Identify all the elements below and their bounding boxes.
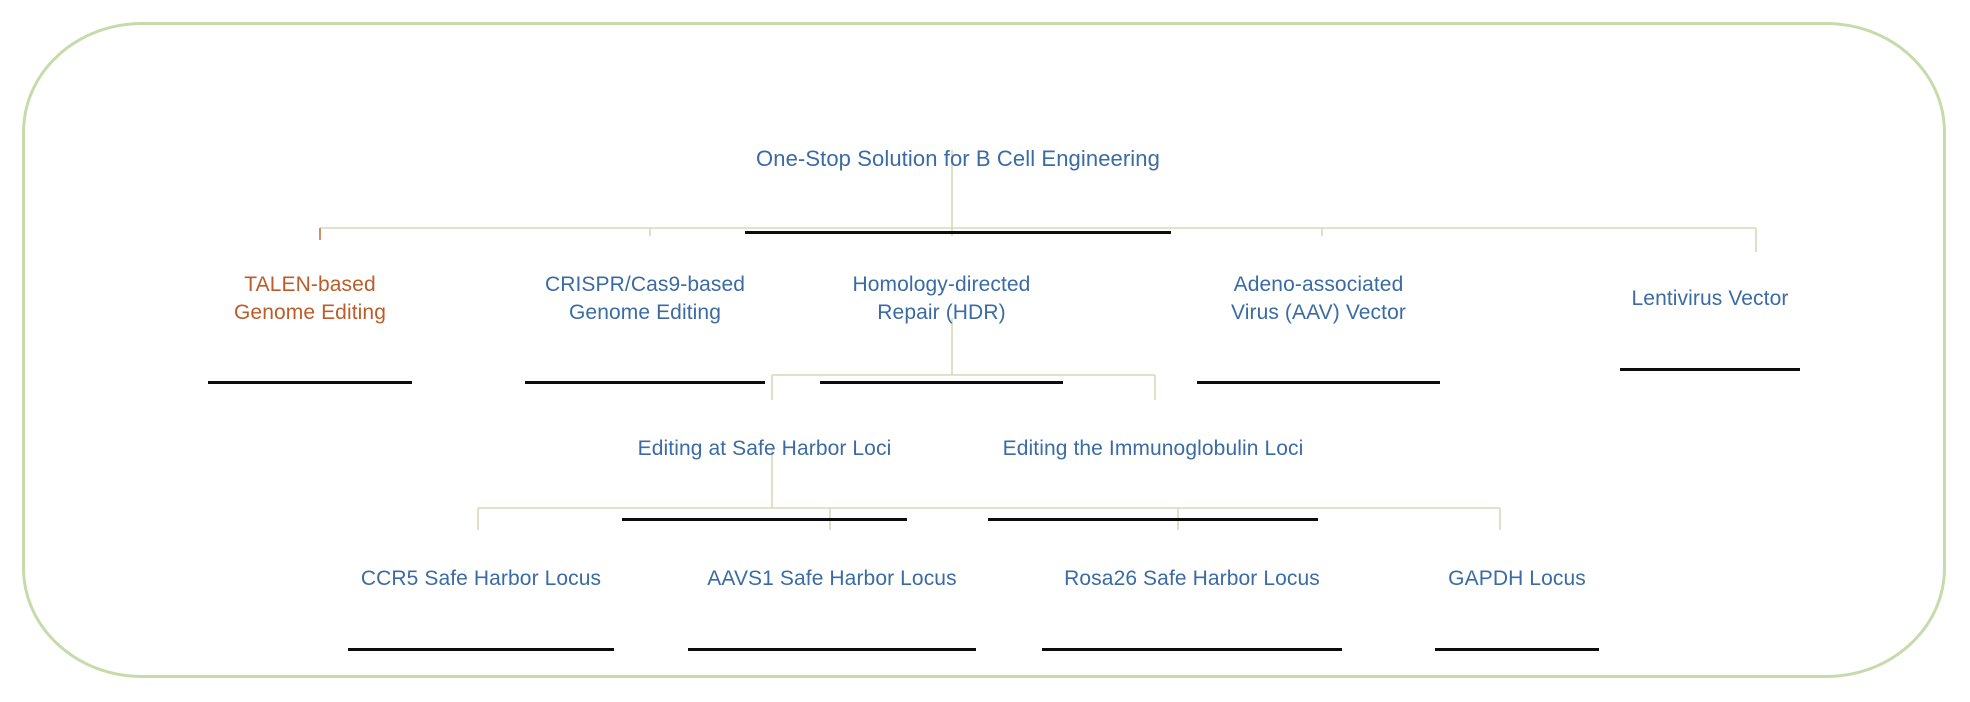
node-safeharbor-label: Editing at Safe Harbor Loci	[637, 437, 892, 461]
mindmap-node-crispr-cas9-based-genome-editing[interactable]: CRISPR/Cas9-based Genome Editing	[525, 244, 765, 385]
mindmap-node-ccr5-safe-harbor-locus[interactable]: CCR5 Safe Harbor Locus	[348, 538, 614, 652]
node-crispr-label: CRISPR/Cas9-based Genome Editing	[544, 273, 746, 324]
mindmap-node-editing-the-immunoglobulin-loci[interactable]: Editing the Immunoglobulin Loci	[988, 408, 1318, 522]
node-crispr-underline	[525, 381, 765, 385]
mindmap-node-aavs1-safe-harbor-locus[interactable]: AAVS1 Safe Harbor Locus	[688, 538, 976, 652]
mindmap-frame-border	[22, 22, 1946, 678]
node-aav-underline	[1197, 381, 1440, 385]
node-iglloci-underline	[988, 518, 1318, 522]
mindmap-node-gapdh-locus[interactable]: GAPDH Locus	[1435, 538, 1599, 652]
node-ccr5-label: CCR5 Safe Harbor Locus	[360, 567, 602, 591]
node-talen-underline	[208, 381, 412, 385]
node-gapdh-label: GAPDH Locus	[1448, 567, 1586, 591]
node-ccr5-underline	[348, 648, 614, 652]
node-hdr-label: Homology-directed Repair (HDR)	[852, 273, 1031, 324]
node-rosa26-underline	[1042, 648, 1342, 652]
mindmap-node-root[interactable]: One-Stop Solution for B Cell Engineering	[745, 116, 1171, 235]
node-root-label: One-Stop Solution for B Cell Engineering	[756, 145, 1160, 171]
mindmap-node-talen-based-genome-editing[interactable]: TALEN-based Genome Editing	[208, 244, 412, 385]
mindmap-node-lentivirus-vector[interactable]: Lentivirus Vector	[1620, 258, 1800, 372]
node-aavs1-underline	[688, 648, 976, 652]
mindmap-node-editing-at-safe-harbor-loci[interactable]: Editing at Safe Harbor Loci	[622, 408, 907, 522]
mindmap-node-adeno-associated-virus-vector[interactable]: Adeno-associated Virus (AAV) Vector	[1197, 244, 1440, 385]
node-safeharbor-underline	[622, 518, 907, 522]
node-lenti-underline	[1620, 368, 1800, 372]
mindmap-node-rosa26-safe-harbor-locus[interactable]: Rosa26 Safe Harbor Locus	[1042, 538, 1342, 652]
node-lenti-label: Lentivirus Vector	[1631, 287, 1789, 311]
node-aav-label: Adeno-associated Virus (AAV) Vector	[1231, 273, 1406, 324]
node-aavs1-label: AAVS1 Safe Harbor Locus	[707, 567, 957, 591]
node-iglloci-label: Editing the Immunoglobulin Loci	[1002, 437, 1304, 461]
node-talen-label: TALEN-based Genome Editing	[234, 273, 386, 324]
node-root-underline	[745, 231, 1171, 235]
node-hdr-underline	[820, 381, 1063, 385]
node-gapdh-underline	[1435, 648, 1599, 652]
mindmap-node-homology-directed-repair[interactable]: Homology-directed Repair (HDR)	[820, 244, 1063, 385]
node-rosa26-label: Rosa26 Safe Harbor Locus	[1064, 567, 1320, 591]
